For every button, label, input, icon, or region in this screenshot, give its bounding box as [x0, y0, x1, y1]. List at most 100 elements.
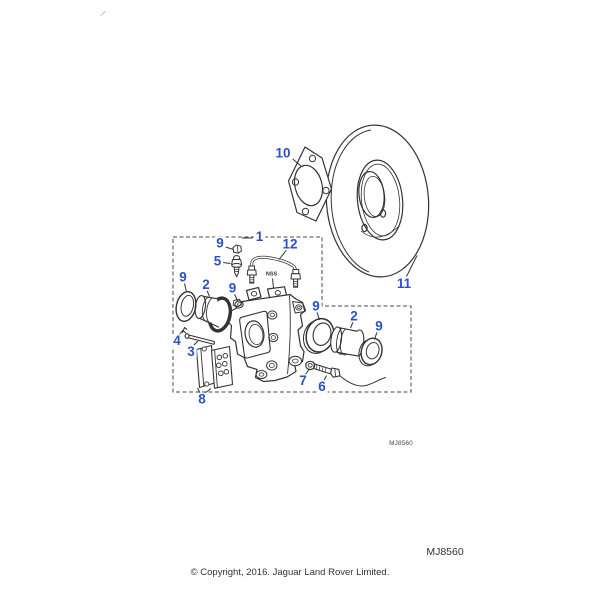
page-reference-code: MJ8560: [426, 546, 464, 558]
caliper-bridge-lug: [245, 286, 262, 301]
diagram-reference-code: MJ8560: [389, 440, 413, 447]
annotation-label-bg: [264, 272, 279, 277]
brake-pads: [195, 344, 234, 389]
disc-stud-hole: [379, 209, 387, 218]
lock-wire: [339, 375, 386, 387]
callout-label-bg: [280, 237, 300, 251]
callout-label: 6: [318, 379, 326, 394]
retaining-clip: [181, 326, 188, 334]
caliper-boss: [268, 332, 279, 343]
caliper-boss: [267, 310, 278, 320]
print-artifact-mark: [100, 10, 106, 17]
callout-label: 7: [299, 373, 307, 388]
callout-leader-line: [204, 388, 212, 394]
gasket-bolt-hole: [291, 178, 300, 186]
brake-disc: [325, 124, 430, 278]
callout-label: 4: [173, 333, 181, 348]
brake-hose: [246, 255, 301, 288]
callout-label: 11: [397, 276, 412, 291]
piston-grooves: [336, 327, 347, 356]
callout-label-bg: [316, 380, 328, 393]
callout-leader-line: [184, 283, 187, 293]
caliper-foot: [288, 355, 302, 367]
hose-end-fitting-right: [290, 269, 301, 288]
annotation-leader-line: [272, 278, 274, 289]
callout-leader-line: [323, 375, 327, 381]
callout-label-bg: [394, 277, 414, 290]
callout-label-bg: [226, 281, 239, 295]
caliper-mounting-ear: [292, 301, 306, 314]
seal-ring: [360, 337, 383, 366]
disc-stud-hole: [361, 223, 368, 233]
hose-locknut: [232, 244, 242, 254]
seal-ring: [175, 290, 197, 323]
callout-label-bg: [273, 146, 293, 160]
callout-leader-line: [179, 329, 184, 335]
callout-leader-line: [225, 246, 234, 250]
piston-assembly-right: [302, 317, 383, 367]
callout-leader-line: [374, 331, 378, 340]
callout-label: 2: [202, 277, 210, 292]
gasket-outline: [287, 146, 333, 222]
caliper-bore: [244, 320, 265, 348]
caliper-window: [239, 310, 271, 359]
callout-label-bg: [373, 319, 385, 333]
copyright-notice: © Copyright, 2016. Jaguar Land Rover Lim…: [190, 567, 390, 578]
callout-label: 9: [312, 299, 320, 314]
pad-rivet-holes: [216, 353, 230, 377]
callout-leader-line: [197, 387, 201, 394]
callout-label: 5: [214, 254, 222, 269]
callout-label-bg: [253, 230, 266, 243]
callout-label-bg: [348, 309, 360, 323]
caliper-contour: [287, 295, 291, 375]
disc-centre-bore: [358, 170, 385, 219]
callout-label-bg: [297, 374, 309, 387]
washer: [305, 360, 316, 371]
callout-leader-line: [278, 249, 287, 260]
callout-label-bg: [196, 392, 208, 406]
disc-bore-wall: [363, 175, 386, 218]
callout-label-bg: [214, 236, 226, 250]
callout-leader-line: [305, 369, 310, 375]
callout-label: 10: [275, 146, 290, 161]
port-seal: [234, 300, 244, 309]
callout-label: 9: [216, 236, 224, 251]
disc-outer-edge: [325, 124, 430, 278]
callout-label-bg: [310, 299, 322, 313]
mounting-gasket: [287, 146, 333, 222]
callout-label: 9: [375, 319, 383, 334]
callout-label: 2: [350, 309, 358, 324]
piston-assembly-left: [175, 290, 233, 333]
gasket-bolt-hole: [322, 186, 330, 195]
hose-tube-highlight: [250, 256, 297, 271]
callout-label: 3: [187, 344, 195, 359]
caliper-body: [226, 286, 307, 383]
callout-leader-line: [316, 311, 320, 321]
callout-label-bg: [171, 334, 183, 347]
callout-label-bg: [200, 278, 212, 291]
callout-label: 12: [282, 237, 297, 252]
pad-retaining-pin: [184, 333, 216, 345]
callout-leader-line: [350, 321, 354, 329]
callout-leader-line: [234, 293, 238, 302]
annotation-label: NSS: [266, 272, 278, 278]
callout-leader-line: [193, 340, 199, 346]
callout-leader-line: [291, 157, 302, 167]
callout-label-bg: [185, 345, 197, 358]
caliper-boss: [266, 360, 278, 371]
gasket-bolt-hole: [301, 207, 310, 216]
callout-label: 9: [179, 270, 187, 285]
callout-leader-line: [222, 262, 231, 264]
assembly-boundary-box: [172, 236, 412, 393]
callout-label-bg: [177, 270, 189, 284]
piston-grooves: [201, 296, 213, 324]
disc-thickness-edge: [330, 129, 372, 273]
callout-label: 1: [256, 229, 264, 244]
disc-hub-skirt: [360, 226, 399, 238]
gasket-bolt-hole: [308, 154, 317, 163]
hose-end-fitting-left: [246, 265, 257, 284]
caliper-bolt: [313, 363, 386, 387]
callout-leader-line: [206, 290, 210, 297]
